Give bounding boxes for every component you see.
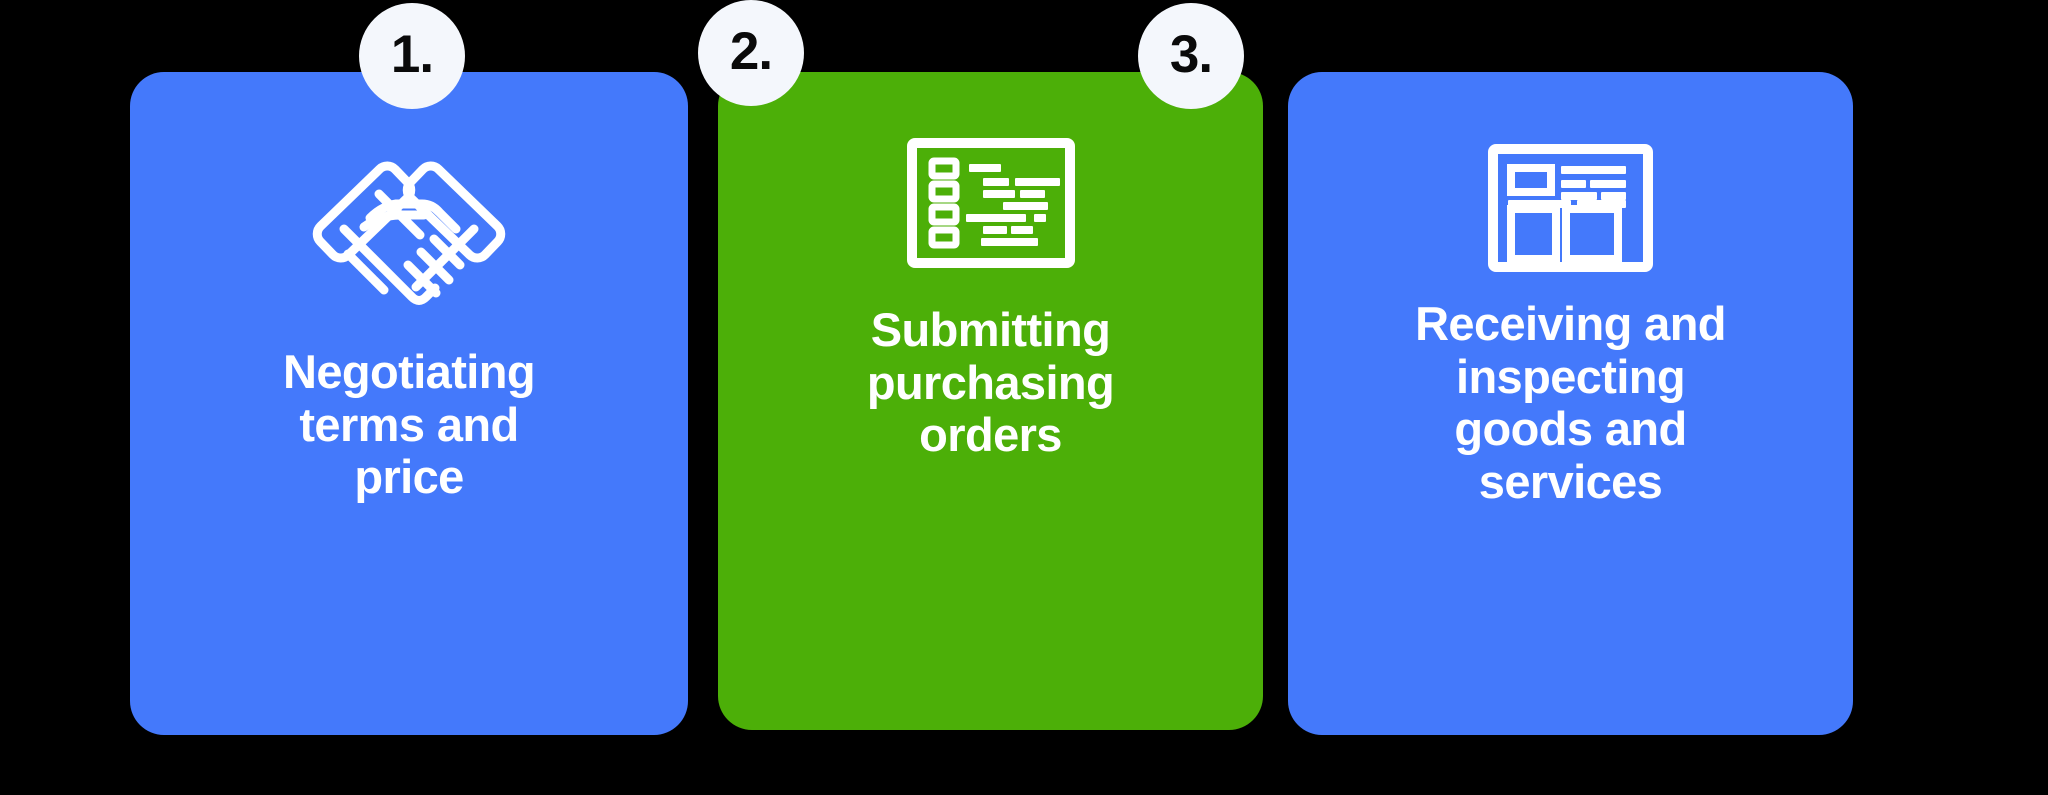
step-badge-2-label: 2. [729, 22, 773, 81]
step-card-2-caption: Submitting purchasing orders [866, 303, 1115, 462]
step-badge-3-label: 3. [1169, 25, 1213, 84]
order-form-list-icon [906, 138, 1075, 268]
step-card-1-caption: Negotiating terms and price [283, 345, 535, 504]
step-card-3-caption: Receiving and inspecting goods and servi… [1415, 297, 1726, 508]
step-badge-3: 3. [1138, 3, 1244, 109]
step-card-2[interactable]: Submitting purchasing orders [718, 72, 1263, 730]
step-card-1[interactable]: Negotiating terms and price [130, 72, 688, 735]
step-badge-1-label: 1. [390, 25, 434, 84]
inspection-panel-icon [1488, 144, 1653, 272]
handshake-icon [304, 132, 514, 310]
step-badge-2: 2. [698, 0, 804, 106]
step-card-3[interactable]: Receiving and inspecting goods and servi… [1288, 72, 1853, 735]
step-badge-1: 1. [359, 3, 465, 109]
